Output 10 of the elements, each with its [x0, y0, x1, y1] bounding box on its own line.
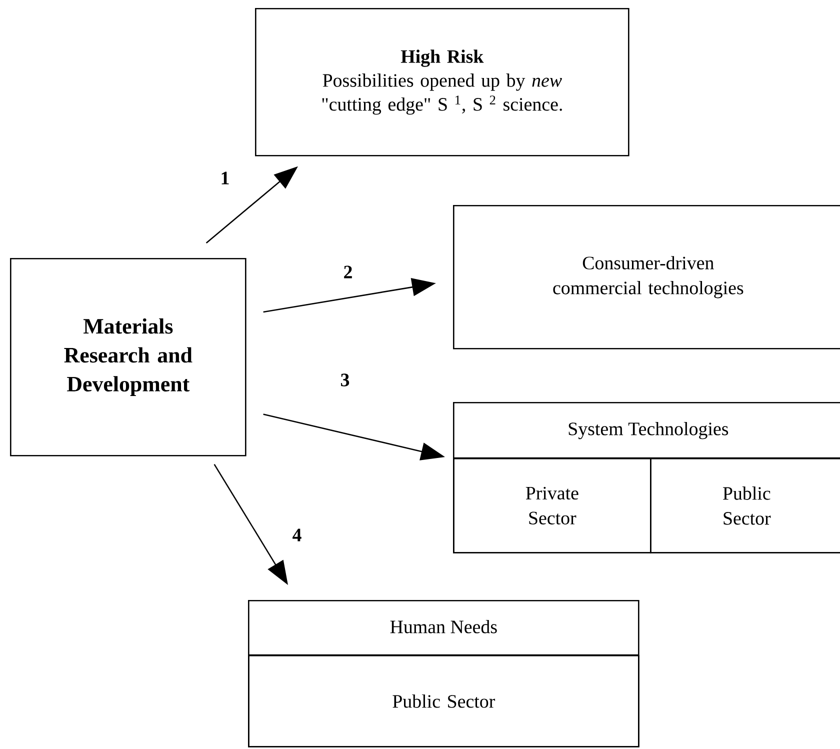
edge-label: 2: [342, 264, 354, 280]
outcome-box: Consumer-driven commercial technologies: [453, 205, 840, 350]
sector-cell: Public Sector: [650, 458, 840, 554]
sector-cell: Public Sector: [248, 655, 640, 748]
edge-label: 3: [339, 372, 351, 388]
sector-cell: Private Sector: [453, 458, 652, 554]
process-box: Materials Research and Development: [10, 258, 246, 456]
edge-label: 4: [291, 528, 303, 542]
edge-label: 1: [219, 170, 231, 186]
outcome-box: High Risk Possibilities opened up by new "cutting edge" S $^{1}$, S $^{2}$ science.: [255, 8, 630, 156]
